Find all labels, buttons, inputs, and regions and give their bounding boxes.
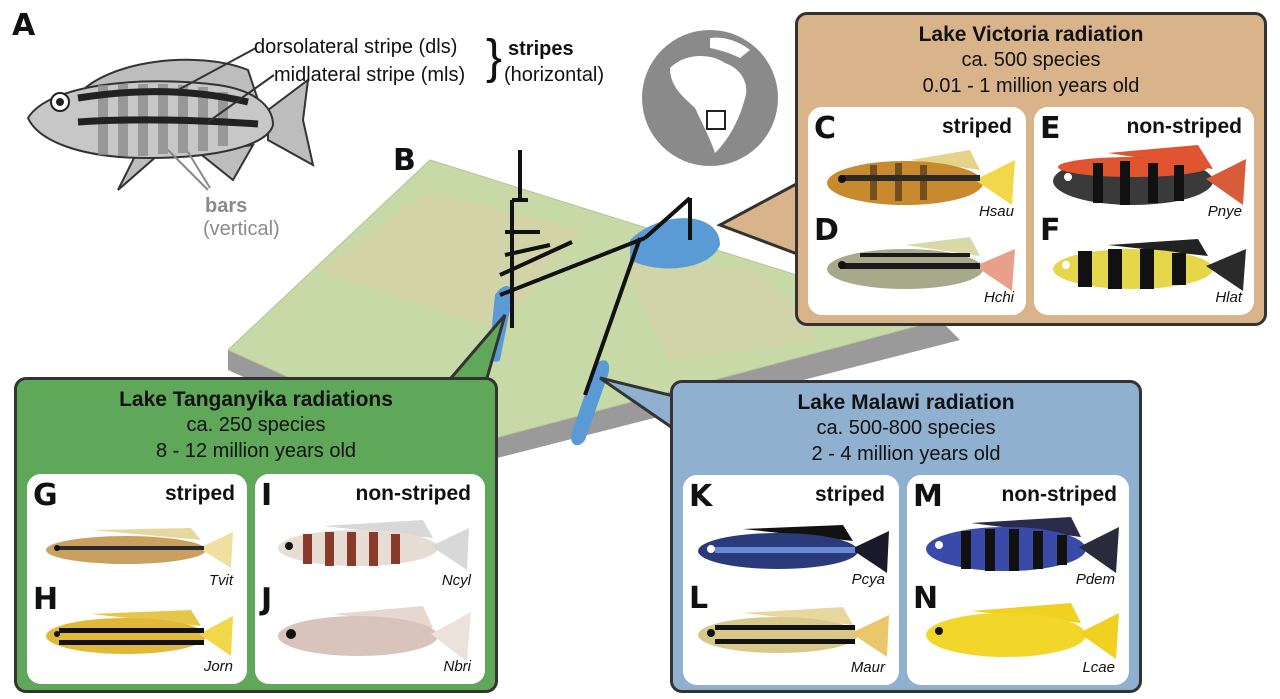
malawi-title: Lake Malawi radiation [797,391,1015,414]
stripes-sub-label: (horizontal) [504,64,605,86]
mls-label: midlateral stripe (mls) [274,64,466,86]
panel-letter-n: N [913,581,938,616]
fish-hlat-image [1053,239,1246,291]
fish-ncyl-image [278,520,469,570]
fish-pcya-image [698,525,889,573]
tanganyika-title: Lake Tanganyika radiations [119,388,393,411]
malawi-age: 2 - 4 million years old [811,443,1001,465]
fish-tvit-image [46,528,233,568]
panel-letter-g: G [33,478,58,513]
fish-name-tvit: Tvit [208,572,233,589]
panel-letter-j: J [261,582,272,617]
victoria-species: ca. 500 species [961,49,1101,71]
victoria-striped-panel: striped C Hsau D Hchi [808,107,1026,315]
fish-hsau-image [827,150,1015,205]
lake-malawi [571,360,610,446]
fish-name-ncyl: Ncyl [441,572,471,589]
panel-letter-c: C [814,111,836,146]
fish-maur-image [698,607,889,657]
malawi-nonstriped-panel: non-striped M Pdem N Lcae [907,475,1129,685]
malawi-species: ca. 500-800 species [816,417,996,439]
stripes-label: stripes [508,38,574,60]
fish-name-nbri: Nbri [443,658,471,675]
tanganyika-striped-panel: striped G Tvit H Jorn [27,474,247,684]
victoria-striped-label: striped [941,115,1012,138]
victoria-age: 0.01 - 1 million years old [922,75,1140,97]
tanganyika-nonstriped-panel: non-striped I Ncyl J Nbri [255,474,485,684]
fish-name-jorn: Jorn [203,658,233,675]
tanganyika-species: ca. 250 species [186,414,326,436]
lake-victoria-box: Lake Victoria radiation ca. 500 species … [795,12,1267,326]
malawi-striped-panel: striped K Pcya L Maur [683,475,899,685]
panel-letter-m: M [913,479,943,514]
lake-tanganyika-box: Lake Tanganyika radiations ca. 250 speci… [14,377,498,693]
tanganyika-nonstriped-label: non-striped [355,482,472,505]
panel-letter-b: B [393,143,416,178]
fish-jorn-image [46,610,233,656]
fish-name-pdem: Pdem [1075,571,1115,588]
fish-name-lcae: Lcae [1082,659,1115,676]
panel-letter-k: K [689,479,712,514]
fish-name-hchi: Hchi [983,289,1014,306]
tanganyika-age: 8 - 12 million years old [155,440,357,462]
fish-lcae-image [926,603,1119,659]
globe-icon [642,30,778,166]
victoria-nonstriped-label: non-striped [1126,115,1243,138]
brace: } [486,31,503,84]
victoria-title: Lake Victoria radiation [918,23,1144,46]
fish-name-maur: Maur [850,659,885,676]
bars-sub-label: (vertical) [203,218,280,240]
panel-letter-d: D [814,213,839,248]
tanganyika-striped-label: striped [164,482,235,505]
schematic-fish-diagram [26,47,315,191]
fish-nbri-image [278,606,471,662]
fish-name-hsau: Hsau [978,203,1014,220]
panel-letter-f: F [1040,213,1060,248]
fish-name-hlat: Hlat [1215,289,1242,306]
fish-name-pcya: Pcya [851,571,885,588]
panel-letter-e: E [1040,111,1060,146]
lake-malawi-box: Lake Malawi radiation ca. 500-800 specie… [670,380,1142,693]
malawi-striped-label: striped [814,483,885,506]
fish-pdem-image [926,517,1119,573]
phylogenetic-tree [499,150,692,396]
panel-letter-i: I [261,478,272,513]
fish-hchi-image [827,237,1015,291]
panel-letter-l: L [689,581,708,616]
panel-letter-a: A [12,8,35,43]
fish-pnye-image [1053,145,1246,205]
victoria-nonstriped-panel: non-striped E Pnye F Hlat [1034,107,1254,315]
panel-letter-h: H [33,582,58,617]
bars-label: bars [205,195,248,217]
fish-name-pnye: Pnye [1207,203,1242,220]
dls-label: dorsolateral stripe (dls) [254,36,458,58]
malawi-nonstriped-label: non-striped [1001,483,1118,506]
